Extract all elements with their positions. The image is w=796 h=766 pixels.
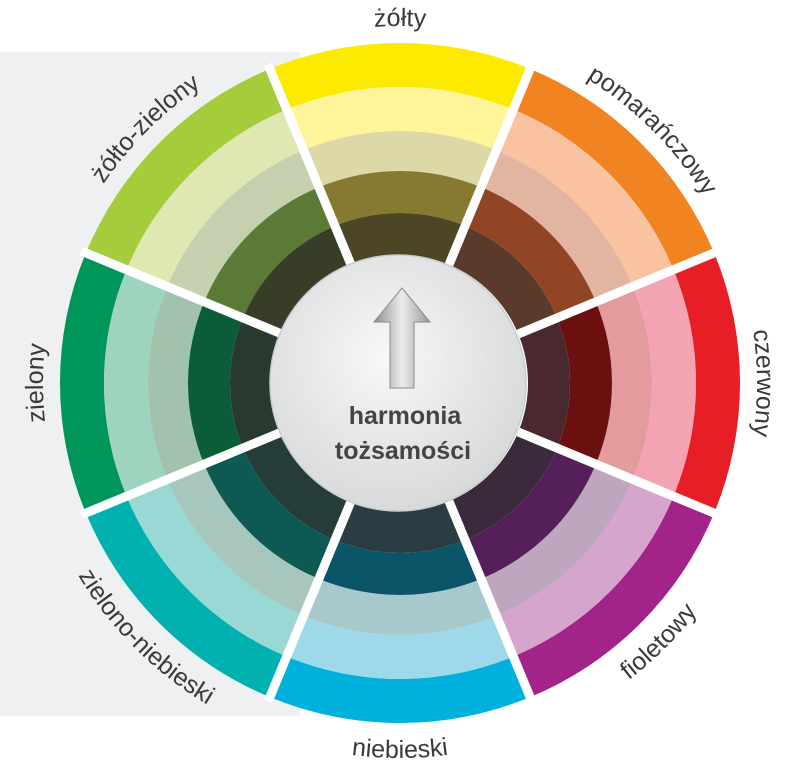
- separator-line: [516, 246, 721, 339]
- center-title-line1: harmonia: [349, 402, 463, 430]
- segment-zielony: [60, 252, 282, 514]
- separator-line: [79, 246, 284, 339]
- segment-separators: [79, 62, 721, 704]
- up-arrow-icon: [372, 287, 432, 389]
- label-czerwony: czerwony: [747, 327, 779, 439]
- segment-zielony-band-5: [230, 317, 282, 449]
- segment-zolty-band-2: [286, 87, 514, 151]
- segment-pomaranczowy-band-4: [465, 187, 596, 318]
- label-niebieski: niebieski: [351, 733, 450, 764]
- segment-fioletowy-band-1: [513, 496, 715, 698]
- segment-zielony-band-3: [148, 286, 205, 480]
- center-title-line2: tożsamości: [335, 437, 471, 465]
- segment-zolto-zielony-band-2: [126, 109, 304, 287]
- segment-zolty-band-3: [303, 131, 497, 188]
- label-zolty: żółty: [373, 4, 427, 33]
- segment-czerwony-band-4: [557, 301, 612, 465]
- segment-fioletowy-band-2: [496, 479, 674, 657]
- segment-niebieski-band-4: [318, 540, 482, 595]
- segment-zolto-zielony: [85, 68, 352, 335]
- segment-zielono-niebieski: [85, 431, 352, 698]
- segment-zolty-band-5: [334, 212, 466, 265]
- segment-pomaranczowy-band-3: [481, 150, 633, 302]
- segment-pomaranczowy-band-2: [496, 109, 674, 287]
- segment-czerwony-band-5: [518, 317, 570, 449]
- segment-zolty-band-1: [269, 43, 531, 110]
- segment-pomaranczowy: [448, 68, 715, 335]
- label-zielony: zielony: [21, 342, 51, 424]
- segment-fioletowy-band-4: [465, 448, 596, 579]
- separator-line: [444, 62, 537, 267]
- segment-zolto-zielony-band-5: [242, 225, 352, 335]
- segment-czerwony-band-3: [595, 286, 652, 480]
- segment-fioletowy-band-3: [481, 464, 633, 616]
- segment-niebieski-band-3: [303, 578, 497, 635]
- segment-zielono-niebieski-band-1: [85, 496, 287, 698]
- segment-czerwony-band-2: [632, 269, 696, 497]
- segment-zielono-niebieski-band-2: [126, 479, 304, 657]
- segment-zielono-niebieski-band-5: [242, 431, 352, 541]
- segment-zolty-band-4: [318, 171, 482, 226]
- separator-line: [79, 427, 284, 520]
- segment-zielono-niebieski-band-3: [167, 464, 319, 616]
- segment-niebieski-band-5: [334, 501, 466, 553]
- segment-zielony-band-1: [60, 252, 127, 514]
- segment-fioletowy-band-5: [448, 431, 558, 541]
- segment-niebieski-band-1: [269, 656, 531, 723]
- segment-fioletowy: [448, 431, 715, 698]
- segment-niebieski: [269, 501, 531, 723]
- segment-niebieski-band-2: [286, 615, 514, 679]
- segment-zolty: [269, 43, 531, 265]
- separator-line: [516, 427, 721, 520]
- separator-line: [444, 499, 537, 704]
- segment-zielono-niebieski-band-4: [204, 448, 335, 579]
- segment-zielony-band-2: [104, 269, 168, 497]
- segment-zolto-zielony-band-1: [85, 68, 287, 270]
- segment-pomaranczowy-band-5: [448, 225, 558, 335]
- segment-zolto-zielony-band-4: [204, 187, 335, 318]
- color-wheel: [60, 43, 740, 723]
- center-disc: harmonia tożsamości: [269, 254, 527, 512]
- segment-zolto-zielony-band-3: [167, 150, 319, 302]
- separator-line: [263, 62, 356, 267]
- separator-line: [263, 499, 356, 704]
- segment-czerwony-band-1: [673, 252, 740, 514]
- segment-pomaranczowy-band-1: [513, 68, 715, 270]
- segment-zielony-band-4: [188, 301, 243, 465]
- segment-czerwony: [518, 252, 740, 514]
